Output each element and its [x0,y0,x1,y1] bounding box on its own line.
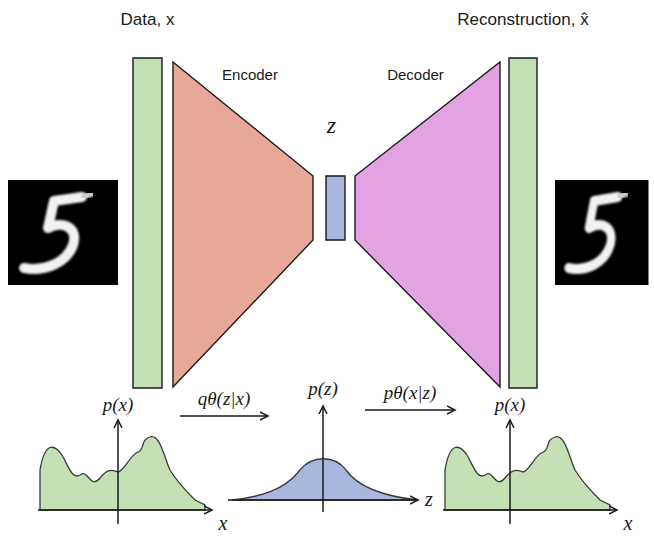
axis-label: x [219,512,228,535]
axis [509,420,511,524]
data-distribution [445,437,610,510]
output-layer: Reconstruction, x̂ [509,58,537,388]
axis [322,406,324,512]
decoder-block-shape [355,62,500,387]
block-label: Reconstruction, x̂ [457,10,588,30]
decoder-block: Decoder [355,62,500,387]
digit-image [555,180,649,285]
distribution-label: pθ(x|z) [384,382,437,404]
mapping-arrow [365,409,455,411]
axis [38,509,212,511]
axis [443,509,617,511]
block-label: Data, x [121,10,175,30]
distribution-label: qθ(z|x) [198,388,251,410]
distribution-label: p(x) [103,394,134,416]
latent-code-outline [326,176,345,240]
input-layer: Data, x [133,58,162,388]
block-label: Encoder [222,66,278,83]
input-layer-shape [133,58,162,388]
block-label: Decoder [387,66,444,83]
axis [117,420,119,524]
output-layer-outline [509,58,537,388]
decoder-block-outline [355,62,500,387]
data-distribution [40,437,205,510]
axis-label: x [624,512,633,535]
latent-code-shape [326,176,345,240]
distribution-label: p(z) [308,378,338,400]
output-layer-shape [509,58,537,388]
encoder-block-outline [173,62,313,387]
input-layer-outline [133,58,162,388]
latent-label: z [327,112,336,140]
digit-image [8,180,118,285]
axis-label: z [425,488,433,511]
encoder-block: Encoder [173,62,313,387]
prior-distribution [232,459,418,500]
encoder-block-shape [173,62,313,387]
distribution-label: p(x) [495,394,526,416]
latent-code: z [326,176,345,240]
mapping-arrow [180,415,268,417]
